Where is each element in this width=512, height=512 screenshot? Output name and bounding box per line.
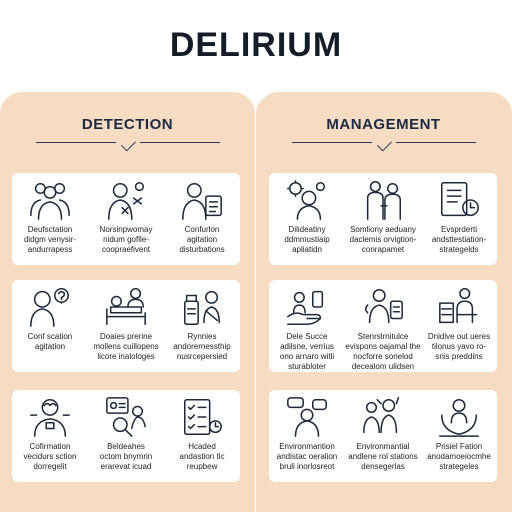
detection-card: Deufsctation didgm venysir- andurrapess N… xyxy=(12,173,240,265)
info-item: Environmantial andlene rol stations dens… xyxy=(345,390,421,482)
info-item: Environmantion andistac oeralion bruli i… xyxy=(269,390,345,482)
info-item: Dilideatiny ddmmustiaip apliatidn xyxy=(269,173,345,265)
item-caption: Norsinpwomay nidum goflle- coopraefivent xyxy=(99,225,153,254)
item-caption: Beldeahes octom bnymrin erarevat icuad xyxy=(99,442,153,471)
heading-divider xyxy=(396,142,476,143)
item-caption: Stenrslrnitulce evispons oajamal the noc… xyxy=(345,332,421,371)
info-item: Rynnies andorernessthip nusrcepersied xyxy=(164,280,240,372)
management-card: Dele Succe adilsne, verrius ono arnaro w… xyxy=(269,280,497,372)
item-caption: Prisiel Fation anodamoeiocmhe strategele… xyxy=(427,442,491,471)
item-caption: Environmantial andlene rol stations dens… xyxy=(348,442,418,471)
item-caption: Confurlon agitation disturbations xyxy=(179,225,225,254)
item-caption: Cofirmation vecidurs sction dorregelit xyxy=(23,442,77,471)
management-card: Dilideatiny ddmmustiaip apliatidn Somlion… xyxy=(269,173,497,265)
info-item: Doaies prerine mollens cuillopens licore… xyxy=(88,280,164,372)
info-item: Stenrslrnitulce evispons oajamal the noc… xyxy=(345,280,421,372)
info-item: Norsinpwomay nidum goflle- coopraefivent xyxy=(88,173,164,265)
item-caption: Evsprderti andsttestiation- strategelds xyxy=(431,225,487,254)
item-caption: Hcaded andastion tlc reupbew xyxy=(179,442,225,471)
info-item: Somliony aeduany daclemis orvigtion- con… xyxy=(345,173,421,265)
chevron-down-icon xyxy=(121,136,136,152)
item-caption: Dele Succe adilsne, verrius ono arnaro w… xyxy=(279,332,335,371)
info-item: Confurlon agitation disturbations xyxy=(164,173,240,265)
info-item: Beldeahes octom bnymrin erarevat icuad xyxy=(88,390,164,482)
item-caption: Somliony aeduany daclemis orvigtion- con… xyxy=(349,225,417,254)
info-item: Evsprderti andsttestiation- strategelds xyxy=(421,173,497,265)
detection-heading: DETECTION xyxy=(81,116,174,133)
item-caption: Environmantion andistac oeralion bruli i… xyxy=(276,442,338,471)
chevron-down-icon xyxy=(377,136,392,152)
detection-card: Cofirmation vecidurs sction dorregelit Be… xyxy=(12,390,240,482)
item-caption: Conf scation agitation xyxy=(27,332,73,351)
management-card: Environmantion andistac oeralion bruli i… xyxy=(269,390,497,482)
info-item: Prisiel Fation anodamoeiocmhe strategele… xyxy=(421,390,497,482)
management-heading: MANAGEMENT xyxy=(326,116,441,133)
item-caption: Deufsctation didgm venysir- andurrapess xyxy=(23,225,76,254)
info-item: Deufsctation didgm venysir- andurrapess xyxy=(12,173,88,265)
heading-divider xyxy=(36,142,116,143)
heading-divider xyxy=(140,142,220,143)
item-caption: Rynnies andorernessthip nusrcepersied xyxy=(173,332,231,361)
page-title: DELIRIUM xyxy=(169,26,343,64)
info-item: Cofirmation vecidurs sction dorregelit xyxy=(12,390,88,482)
info-item: Dnidive out ueres tilonus yavo ro- snis … xyxy=(421,280,497,372)
item-caption: Dnidive out ueres tilonus yavo ro- snis … xyxy=(427,332,491,361)
heading-divider xyxy=(292,142,372,143)
detection-card: Conf scation agitation Doaies prerine mol… xyxy=(12,280,240,372)
info-item: Conf scation agitation xyxy=(12,280,88,372)
info-item: Hcaded andastion tlc reupbew xyxy=(164,390,240,482)
item-caption: Doaies prerine mollens cuillopens licore… xyxy=(93,332,159,361)
info-item: Dele Succe adilsne, verrius ono arnaro w… xyxy=(269,280,345,372)
item-caption: Dilideatiny ddmmustiaip apliatidn xyxy=(284,225,330,254)
